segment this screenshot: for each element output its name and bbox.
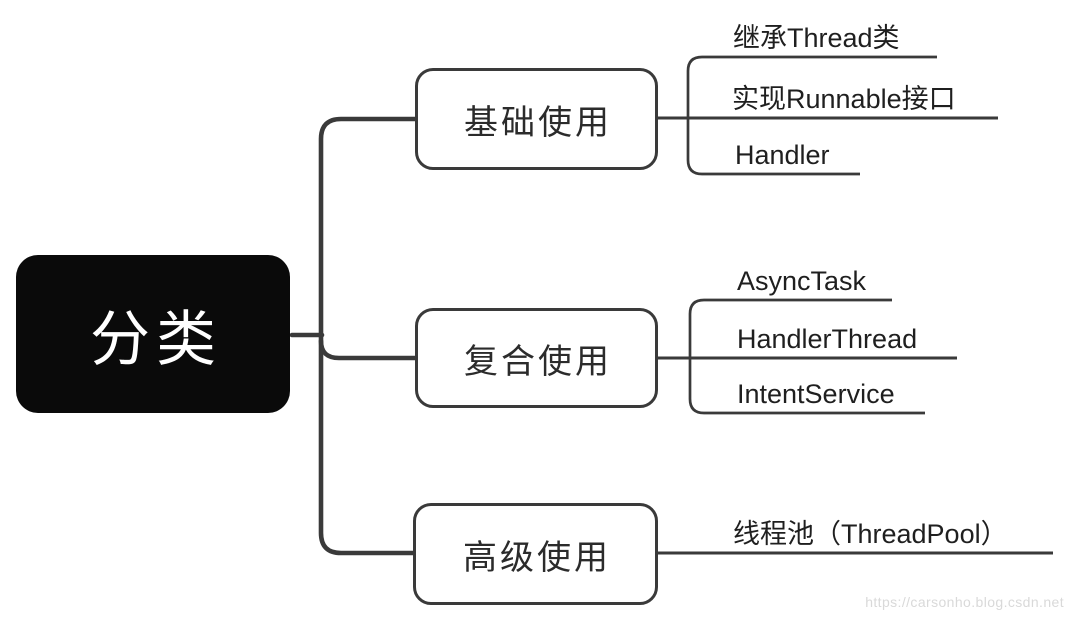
branch-node-composite-usage: 复合使用 (415, 308, 658, 408)
branch2-children-bracket (688, 298, 925, 415)
branch1-children-bracket (686, 55, 937, 176)
leaf-node-extend-thread: 继承Thread类 (733, 23, 900, 53)
root-node-classification: 分类 (16, 255, 290, 413)
branch-node-label: 高级使用 (463, 538, 611, 577)
branch-node-label: 复合使用 (464, 342, 612, 381)
leaf-node-handlerthread: HandlerThread (737, 324, 918, 354)
leaf-node-implement-runnable: 实现Runnable接口 (732, 84, 956, 114)
branch-node-label: 基础使用 (464, 103, 612, 142)
branch-node-advanced-usage: 高级使用 (413, 503, 658, 605)
leaf-node-intentservice: IntentService (737, 379, 895, 409)
watermark-url: https://carsonho.blog.csdn.net (865, 594, 1064, 610)
leaf-node-asynctask: AsyncTask (737, 266, 867, 296)
leaf-node-handler: Handler (735, 140, 830, 170)
leaf-node-threadpool: 线程池（ThreadPool） (733, 519, 1008, 549)
branch2-elbow-line (318, 338, 418, 361)
branch-node-basic-usage: 基础使用 (415, 68, 658, 170)
trunk-line (318, 116, 418, 556)
root-node-label: 分类 (90, 305, 222, 373)
